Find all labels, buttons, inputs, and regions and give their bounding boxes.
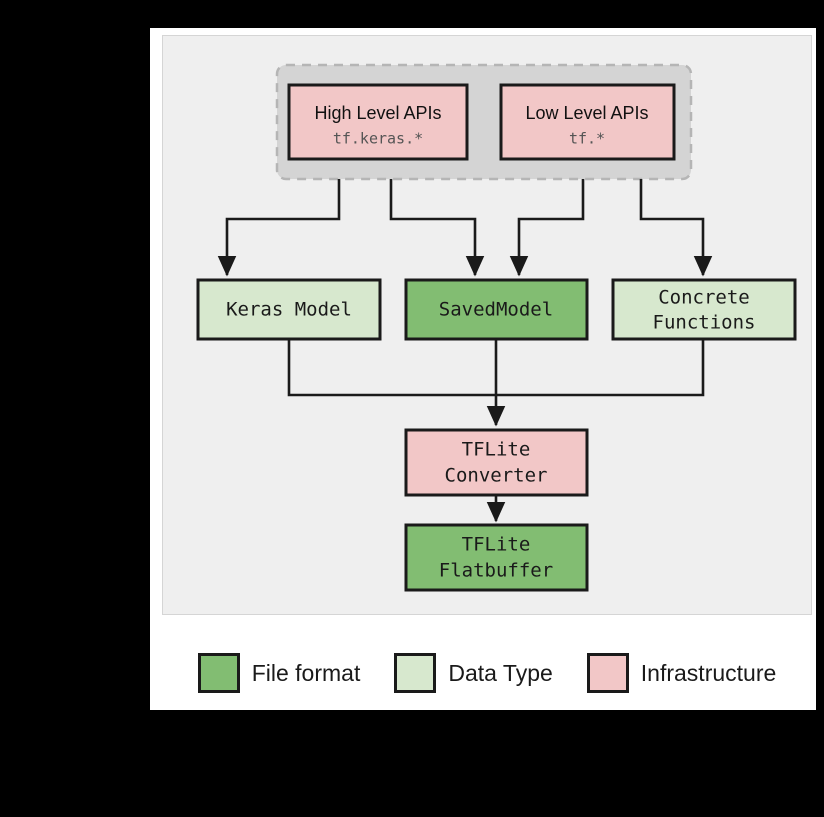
node-tflite-flatbuffer-label-line1: TFLite <box>462 534 531 556</box>
legend-label-data-type: Data Type <box>448 659 553 686</box>
legend-item-file-format: File format <box>197 653 361 693</box>
node-saved-model-label: SavedModel <box>439 299 553 321</box>
legend-swatch-infrastructure <box>586 653 629 693</box>
edge-high-level-apis-to-saved-model <box>389 179 485 277</box>
node-tflite-flatbuffer-box <box>404 523 589 592</box>
node-keras-model[interactable]: Keras Model <box>196 278 382 341</box>
edge-keras-model-to-tflite-converter <box>287 339 496 397</box>
node-saved-model-box <box>404 278 589 341</box>
node-concrete-functions-label-line2: Functions <box>653 312 756 334</box>
diagram-card: High Level APIs tf.keras.* Low Level API… <box>150 28 816 710</box>
legend-label-infrastructure: Infrastructure <box>640 659 777 686</box>
node-keras-model-label: Keras Model <box>226 299 352 321</box>
legend-item-data-type: Data Type <box>394 653 553 693</box>
node-tflite-converter[interactable]: TFLite Converter <box>404 428 589 497</box>
node-tflite-converter-label-line2: Converter <box>445 465 548 487</box>
node-low-level-apis-subtitle: tf.* <box>569 130 605 148</box>
node-low-level-apis[interactable]: Low Level APIs tf.* <box>499 83 676 161</box>
diagram-panel: High Level APIs tf.keras.* Low Level API… <box>162 35 812 615</box>
node-high-level-apis-title: High Level APIs <box>314 103 441 123</box>
node-low-level-apis-box <box>499 83 676 161</box>
legend-swatch-data-type <box>394 653 437 693</box>
node-tflite-converter-label-line1: TFLite <box>462 439 531 461</box>
legend-swatch-file-format <box>197 653 240 693</box>
node-tflite-flatbuffer[interactable]: TFLite Flatbuffer <box>404 523 589 592</box>
node-high-level-apis[interactable]: High Level APIs tf.keras.* <box>287 83 469 161</box>
node-tflite-flatbuffer-label-line2: Flatbuffer <box>439 560 553 582</box>
legend-label-file-format: File format <box>251 659 361 686</box>
edge-high-level-apis-to-keras-model <box>217 179 341 277</box>
edge-concrete-functions-to-tflite-converter <box>496 339 705 397</box>
edge-low-level-apis-to-saved-model <box>509 179 585 277</box>
edge-low-level-apis-to-concrete-functions <box>639 179 713 277</box>
legend: File format Data Type Infrastructure <box>162 636 812 710</box>
node-concrete-functions-box <box>611 278 797 341</box>
node-tflite-converter-box <box>404 428 589 497</box>
node-high-level-apis-subtitle: tf.keras.* <box>333 130 423 148</box>
node-saved-model[interactable]: SavedModel <box>404 278 589 341</box>
legend-item-infrastructure: Infrastructure <box>586 653 777 693</box>
node-low-level-apis-title: Low Level APIs <box>525 103 648 123</box>
node-high-level-apis-box <box>287 83 469 161</box>
node-concrete-functions[interactable]: Concrete Functions <box>611 278 797 341</box>
flowchart-svg: High Level APIs tf.keras.* Low Level API… <box>196 63 797 592</box>
node-concrete-functions-label-line1: Concrete <box>658 287 750 309</box>
node-keras-model-box <box>196 278 382 341</box>
